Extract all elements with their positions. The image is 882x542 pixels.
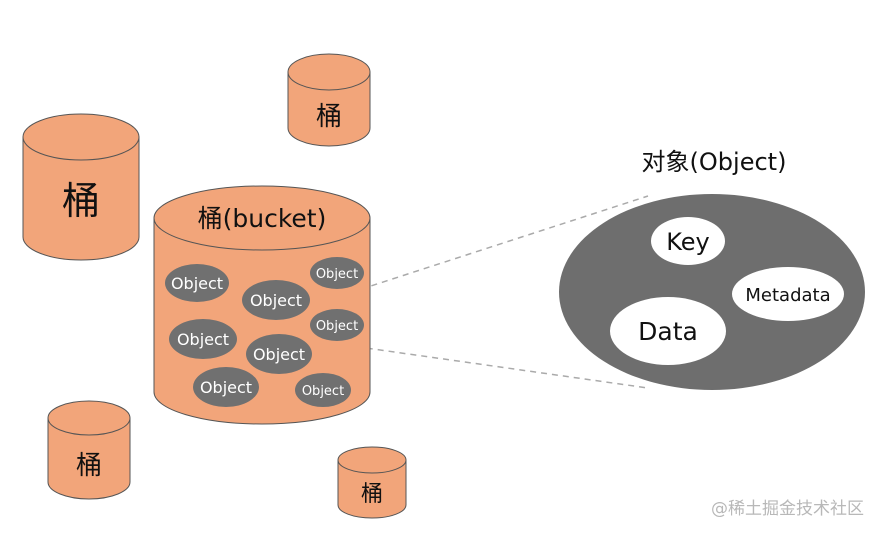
- object-part-label: Metadata: [745, 285, 830, 306]
- bucket-title: 桶(bucket): [198, 204, 327, 233]
- bucket-object: Object: [165, 264, 229, 302]
- bucket-object-label: Object: [177, 330, 229, 349]
- projection-line-lower: [344, 344, 649, 389]
- object-detail: Key Metadata Data: [559, 194, 865, 390]
- bucket-object: Object: [310, 257, 364, 289]
- bucket-object: Object: [193, 367, 259, 407]
- projection-line-upper: [339, 195, 649, 297]
- bucket-object-label: Object: [316, 319, 358, 334]
- bucket-object: Object: [295, 373, 351, 407]
- object-detail-title: 对象(Object): [642, 148, 787, 176]
- watermark-text: @稀土掘金技术社区: [711, 499, 864, 519]
- bucket-object: Object: [242, 280, 310, 320]
- bucket-object: Object: [169, 319, 237, 359]
- barrel-left-large: 桶: [22, 113, 140, 261]
- object-part-key: Key: [651, 217, 725, 265]
- bucket-object-label: Object: [253, 345, 305, 364]
- bucket-object-label: Object: [302, 384, 344, 399]
- bucket-object-label: Object: [171, 274, 223, 293]
- bucket-object: Object: [246, 334, 312, 374]
- barrel-bottom-left: 桶: [47, 400, 131, 500]
- barrel-label: 桶: [361, 482, 383, 507]
- bucket-object-label: Object: [316, 267, 358, 282]
- object-part-label: Data: [638, 317, 698, 346]
- bucket-object-label: Object: [250, 291, 302, 310]
- object-part-data: Data: [610, 297, 726, 365]
- barrel-label: 桶: [316, 102, 342, 132]
- barrel-label: 桶: [62, 179, 100, 223]
- barrel-label: 桶: [76, 451, 102, 481]
- object-part-metadata: Metadata: [732, 267, 844, 321]
- object-part-label: Key: [666, 228, 710, 256]
- bucket-object: Object: [310, 309, 364, 341]
- barrel-bottom-center: 桶: [337, 446, 407, 519]
- bucket-object-label: Object: [200, 378, 252, 397]
- main-bucket: 桶(bucket) Object Object Object Object Ob…: [153, 185, 371, 425]
- barrel-top: 桶: [287, 53, 371, 147]
